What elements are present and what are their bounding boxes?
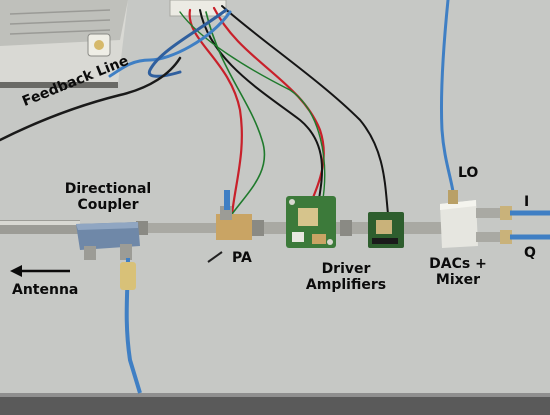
pa-label: PA	[232, 250, 252, 266]
dac-mixer-box	[440, 190, 512, 248]
lo-label: LO	[458, 165, 479, 181]
dacs-mixer-label: DACs + Mixer	[429, 256, 487, 288]
directional-coupler-label: Directional Coupler	[64, 181, 152, 213]
instrument-box	[0, 0, 128, 88]
pa-device	[207, 190, 252, 263]
directional-coupler-device	[76, 222, 140, 260]
i-label: I	[524, 194, 530, 210]
left-arrow-icon	[10, 265, 70, 277]
sma-chain	[0, 220, 442, 236]
driver-amplifiers-label: Driver Amplifiers	[305, 261, 387, 293]
q-label: Q	[524, 245, 536, 261]
driver-board-1	[286, 196, 336, 248]
driver-board-2	[368, 212, 404, 248]
antenna-label: Antenna	[12, 282, 79, 298]
supply-wires	[0, 0, 456, 216]
